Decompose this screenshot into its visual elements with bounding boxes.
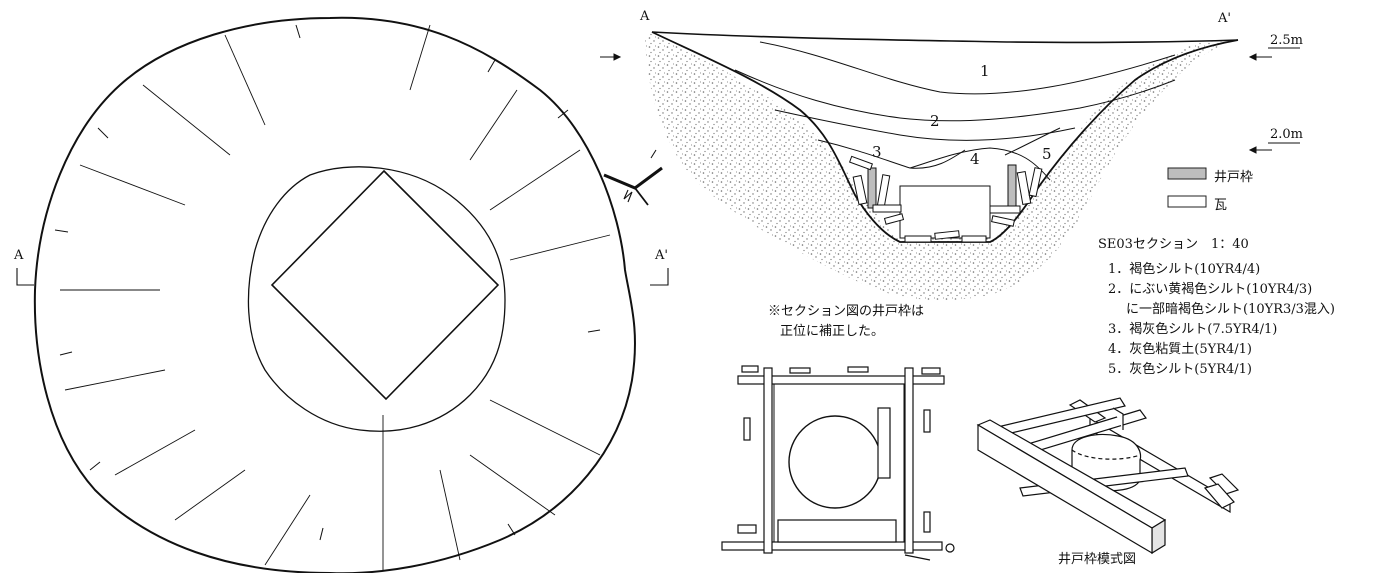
- layer-number-2: 2: [930, 112, 940, 130]
- layer-desc-1: 1．褐色シルト(10YR4/4): [1108, 262, 1261, 277]
- plan-marker-left-bracket: [16, 268, 34, 286]
- plan-view: [16, 16, 669, 573]
- well-frame-section: [848, 155, 1043, 243]
- layer-desc-3: 3．褐灰色シルト(7.5YR4/1): [1108, 322, 1278, 337]
- layer-number-5: 5: [1042, 145, 1052, 163]
- correction-note-line1: ※セクション図の井戸枠は: [768, 304, 925, 319]
- section-title: SE03セクション 1：40: [1098, 237, 1249, 252]
- layer-desc-2: 2．にぶい黄褐色シルト(10YR4/3): [1108, 282, 1313, 297]
- layer-boundary-1-2: [734, 69, 1176, 122]
- level-label-upper: 2.5m: [1270, 33, 1304, 48]
- plan-tick-marks: [54, 24, 601, 541]
- plan-marker-a-prime: A': [655, 248, 668, 263]
- schematic-caption: 井戸枠模式図: [1058, 552, 1137, 567]
- section-view: [600, 31, 1300, 301]
- legend-frame-label: 井戸枠: [1214, 170, 1254, 185]
- inner-pit-outline: [247, 166, 506, 432]
- well-frame-schematic: [976, 397, 1240, 555]
- well-frame-plan: [270, 169, 500, 401]
- layer-desc-4: 4．灰色粘質土(5YR4/1): [1108, 342, 1252, 357]
- layer-boundary-5: [1004, 127, 1061, 156]
- layer-boundary-upper-curve: [759, 41, 1176, 95]
- legend-tile-label: 瓦: [1214, 198, 1228, 213]
- level-label-lower: 2.0m: [1270, 127, 1304, 142]
- layer-boundary-4: [909, 147, 1051, 181]
- layer-boundary-3: [817, 139, 966, 169]
- layer-desc-2-cont: に一部暗褐色シルト(10YR3/3混入): [1126, 302, 1335, 317]
- pit-profile: [651, 31, 1239, 243]
- north-arrow-icon: [603, 149, 663, 206]
- legend-frame-swatch: [1167, 167, 1207, 180]
- layer-number-1: 1: [980, 62, 990, 80]
- plan-marker-right-bracket: [650, 268, 669, 286]
- surrounding-soil-stipple: [645, 32, 1230, 301]
- ground-surface-line: [651, 31, 1239, 44]
- slope-lines: [60, 24, 611, 570]
- legend-tile-swatch: [1167, 195, 1207, 208]
- pit-outline: [33, 16, 636, 573]
- correction-note-line2: 正位に補正した。: [780, 324, 885, 339]
- layer-boundary-2-lower: [774, 109, 1076, 141]
- layer-desc-5: 5．灰色シルト(5YR4/1): [1108, 362, 1252, 377]
- plan-marker-a: A: [14, 248, 24, 263]
- layer-number-4: 4: [970, 150, 980, 168]
- section-marker-a: A: [640, 9, 650, 24]
- section-marker-a-prime: A': [1218, 11, 1231, 26]
- well-frame-top-view: [721, 365, 955, 561]
- level-arrows: [600, 47, 1300, 154]
- layer-number-3: 3: [872, 143, 882, 161]
